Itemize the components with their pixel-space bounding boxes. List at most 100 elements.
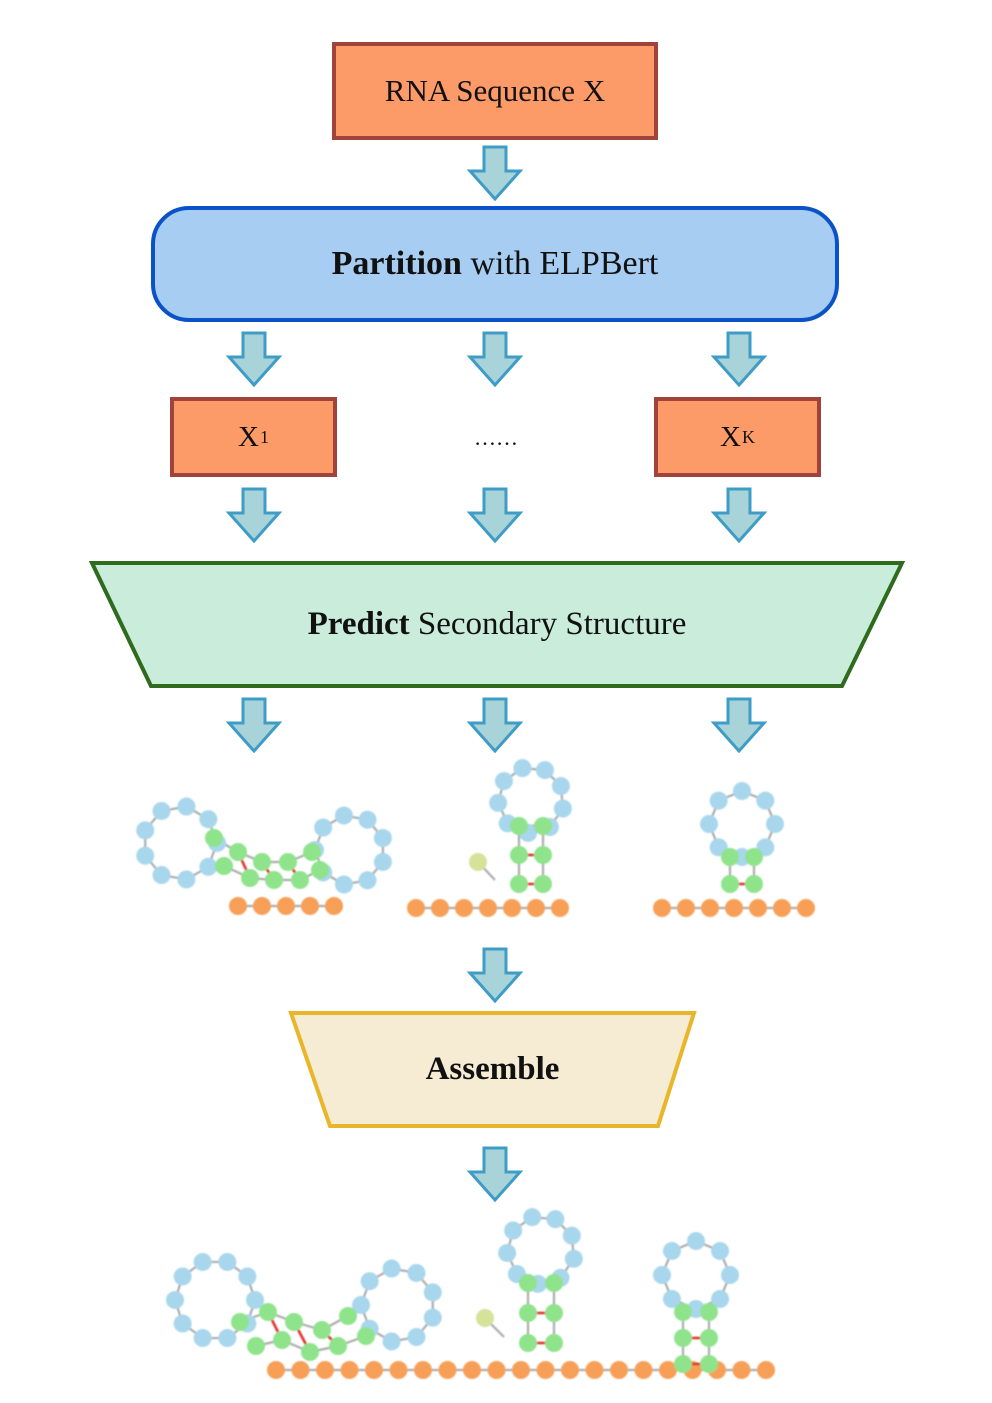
stem-nucleotide — [519, 1304, 537, 1322]
stem-nucleotide — [700, 1329, 718, 1347]
input-label: RNA Sequence X — [334, 44, 656, 138]
loop-nucleotide — [193, 1329, 212, 1348]
segment-box-k — [654, 397, 821, 477]
segment-1-sub: 1 — [259, 426, 269, 447]
assemble-box — [288, 1011, 697, 1128]
chain-nucleotide — [536, 1361, 555, 1379]
loop-nucleotide — [166, 1291, 184, 1309]
loop-nucleotide — [423, 1283, 442, 1302]
partition-label-bold: Partition — [331, 245, 462, 282]
down-arrow-icon — [227, 487, 281, 543]
stem-nucleotide — [545, 1274, 563, 1292]
stem-nucleotide — [313, 1321, 331, 1339]
chain-nucleotide — [325, 897, 343, 915]
segment-k-base: X — [720, 420, 741, 453]
loop-nucleotide — [373, 829, 392, 848]
chain-nucleotide — [773, 899, 791, 917]
loop-nucleotide — [238, 1267, 257, 1286]
stem-nucleotide — [291, 871, 309, 889]
stem-nucleotide — [534, 846, 552, 864]
partition-box — [151, 206, 839, 322]
stem-nucleotide — [674, 1329, 692, 1347]
stem-nucleotide — [545, 1334, 563, 1352]
segment-ellipsis: …… — [420, 405, 572, 471]
loop-nucleotide — [504, 1221, 523, 1240]
chain-nucleotide — [610, 1361, 628, 1379]
loop-nucleotide — [423, 1308, 442, 1327]
bulge-nucleotide — [469, 853, 487, 871]
chain-nucleotide — [389, 1361, 408, 1379]
loop-nucleotide — [352, 1296, 370, 1314]
loop-nucleotide — [513, 759, 532, 778]
loop-nucleotide — [653, 1266, 671, 1284]
loop-nucleotide — [494, 772, 513, 791]
loop-nucleotide — [358, 871, 377, 890]
loop-nucleotide — [709, 791, 728, 810]
loop-nucleotide — [382, 1332, 401, 1351]
chain-nucleotide — [267, 1361, 285, 1379]
loop-nucleotide — [177, 797, 196, 816]
chain-nucleotide — [487, 1361, 506, 1379]
stem-nucleotide — [253, 853, 271, 871]
chain-nucleotide — [455, 899, 473, 917]
stem-nucleotide — [674, 1303, 692, 1321]
loop-nucleotide — [218, 1329, 237, 1348]
stem-nucleotide — [205, 829, 223, 847]
loop-nucleotide — [334, 875, 353, 894]
loop-nucleotide — [382, 1259, 401, 1278]
stem-nucleotide — [229, 843, 247, 861]
stem-nucleotide — [215, 857, 233, 875]
down-arrow-icon — [227, 697, 281, 753]
chain-nucleotide — [431, 899, 449, 917]
chain-nucleotide — [229, 897, 247, 915]
assembled-part-left — [166, 1252, 775, 1379]
chain-nucleotide — [479, 899, 497, 917]
stem-nucleotide — [303, 843, 321, 861]
loop-nucleotide — [662, 1290, 681, 1309]
stem-nucleotide — [285, 1313, 303, 1331]
loop-nucleotide — [360, 1272, 379, 1291]
loop-nucleotide — [766, 815, 784, 833]
loop-nucleotide — [314, 818, 333, 837]
loop-nucleotide — [535, 761, 554, 780]
assembled-part-middle — [476, 1208, 583, 1352]
stem-nucleotide — [259, 1303, 277, 1321]
loop-nucleotide — [711, 1241, 730, 1260]
chain-nucleotide — [438, 1361, 457, 1379]
chain-nucleotide — [512, 1361, 530, 1379]
chain-nucleotide — [527, 899, 545, 917]
stem-nucleotide — [241, 869, 259, 887]
stem-nucleotide — [301, 1343, 319, 1361]
stem-nucleotide — [510, 817, 528, 835]
nucleotides — [136, 797, 392, 915]
bulge-nucleotide — [476, 1309, 494, 1327]
nucleotides — [407, 759, 572, 917]
loop-nucleotide — [733, 782, 751, 800]
stem-nucleotide — [700, 1303, 718, 1321]
down-arrow-icon — [712, 331, 766, 387]
predict-label: Predict Secondary Structure — [92, 563, 902, 686]
loop-nucleotide — [489, 793, 508, 812]
loop-nucleotide — [407, 1263, 426, 1282]
stem-nucleotide — [311, 861, 329, 879]
down-arrow-icon — [712, 487, 766, 543]
chain-nucleotide — [463, 1361, 481, 1379]
loop-nucleotide — [152, 866, 171, 885]
loop-nucleotide — [246, 1291, 264, 1309]
loop-nucleotide — [358, 810, 377, 829]
nucleotides — [476, 1208, 583, 1352]
down-arrow-icon — [468, 697, 522, 753]
segment-box-1 — [170, 397, 337, 477]
chain-nucleotide — [301, 897, 319, 915]
loop-nucleotide — [193, 1252, 212, 1271]
chain-nucleotide — [725, 899, 743, 917]
loop-nucleotide — [546, 1210, 565, 1229]
stem-nucleotide — [534, 875, 552, 893]
loop-nucleotide — [756, 791, 775, 810]
loop-nucleotide — [562, 1226, 581, 1245]
input-label-text: RNA Sequence X — [384, 73, 606, 108]
chain-nucleotide — [365, 1361, 383, 1379]
stem-nucleotide — [339, 1307, 357, 1325]
segment-k-sub: K — [741, 426, 755, 447]
